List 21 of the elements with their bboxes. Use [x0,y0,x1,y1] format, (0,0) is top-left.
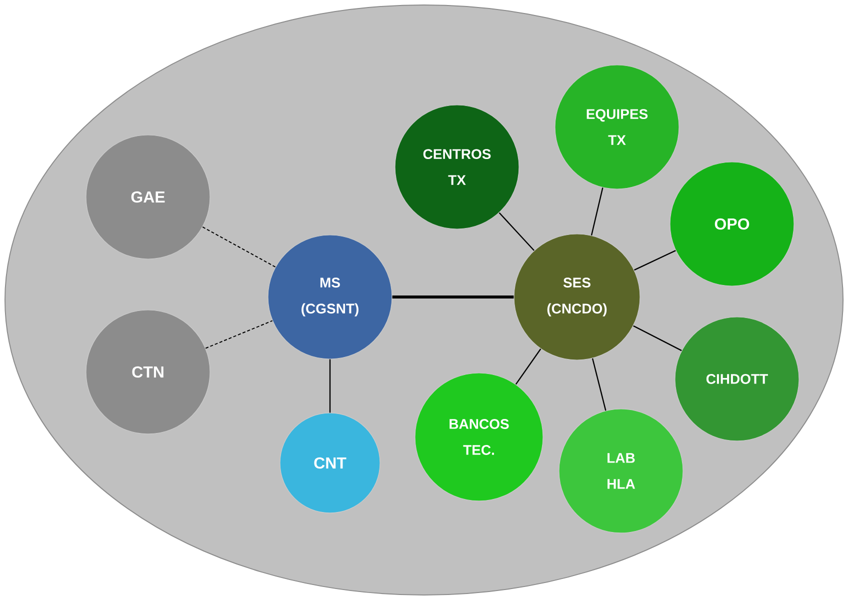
connector-line [634,250,676,271]
circle-node: EQUIPES TX [554,64,680,190]
circle-node: GAE [86,134,210,260]
circle-node: CENTROS TX [394,104,520,230]
circle-node: LAB HLA [558,408,684,534]
circle-node: CTN [86,310,210,434]
connector-line [205,320,273,349]
connector-line [590,188,604,236]
circle-node: OPO [670,162,794,286]
connector-line [498,212,535,251]
circle-node: MS (CGSNT) [268,234,392,360]
circle-node: BANCOS TEC. [414,372,544,502]
circle-node: CIHDOTT [674,316,800,442]
connector-line [202,226,276,268]
connector-line [633,325,682,352]
circle-node: SES (CNCDO) [514,234,640,360]
connector-line [329,359,331,413]
connector-line [592,358,606,411]
connector-line [392,296,514,298]
connector-line [515,348,542,385]
circle-node: CNT [280,412,380,514]
